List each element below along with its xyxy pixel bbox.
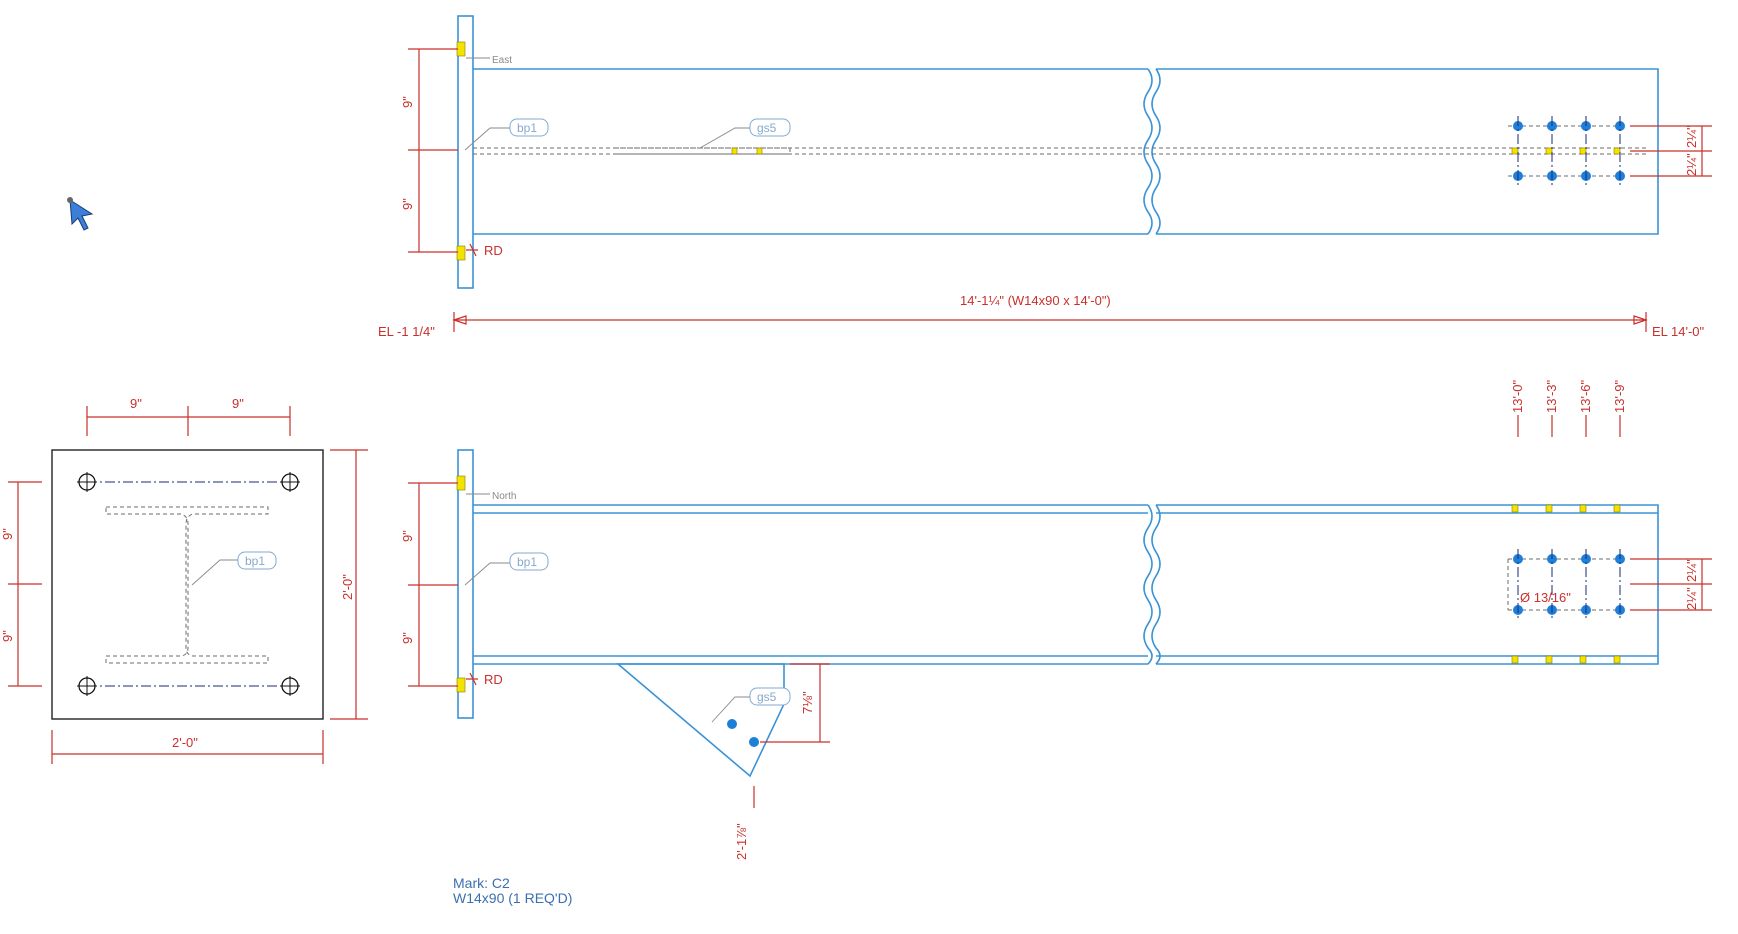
plate-width-dim-line [51,730,324,764]
plate-left-dim-1: 9" [0,528,15,540]
pointer-cursor-icon [67,197,94,231]
top-left-dim-2: 9" [400,198,415,210]
anchor-hole [77,676,97,696]
top-rd-label: RD [484,243,503,258]
station-2: 13'-3" [1544,379,1559,413]
mark-section: W14x90 (1 REQ'D) [453,890,572,906]
bottom-plate-bolt [456,677,466,693]
anchor-hole [77,472,97,492]
top-el-right: EL 14'-0" [1652,324,1705,339]
top-right-dim-2: 2¼" [1684,125,1699,148]
plate-left-dim-2: 9" [0,630,15,642]
top-break-line-right [1151,68,1161,235]
tag-bp1-plate-text: bp1 [245,554,265,568]
tag-bp1-top [509,118,549,137]
tag-gs5-bottom [749,687,791,706]
tag-bp1-bottom [509,552,549,571]
bottom-beam-right [1156,504,1659,665]
top-el-left: EL -1 1/4" [378,324,435,339]
gusset-bolt [727,719,737,729]
anchor-hole [280,676,300,696]
tag-gs5-top [749,118,791,137]
column-section-hidden [105,506,269,664]
top-right-dim-lines [1630,125,1712,177]
gusset-plate [615,663,785,778]
bottom-hole-label: Ø 13/16" [1520,590,1571,605]
bottom-base-plate-edge [457,449,474,719]
bottom-right-dim-1: 2¼" [1684,587,1699,610]
top-break-line-left [1143,68,1153,235]
gusset-dim-vertical: 7⅛" [800,691,815,714]
plate-width-dim: 2'-0" [172,735,198,750]
plate-top-dim-2: 9" [232,396,244,411]
bottom-beam-left [473,504,1148,665]
plate-height-dim-line [330,449,368,720]
top-plate-bolt [456,41,466,57]
bottom-right-dim-lines [1630,558,1712,611]
plate-top-dim-lines [86,406,291,436]
top-length-dim: 14'-1¼" (W14x90 x 14'-0") [960,293,1111,308]
bottom-bolt-group [1507,549,1625,620]
station-ticks [1517,415,1621,437]
top-gusset-bolt [731,147,738,155]
tag-bp1-top-text: bp1 [517,121,537,135]
base-plate-view: bp1 9" 9" 9" 9" 2'-0" 2'-0" [0,396,368,764]
tag-bp1-bottom-text: bp1 [517,555,537,569]
bottom-direction-label: North [492,491,516,502]
top-bolt-group [1508,116,1625,188]
top-beam-left [473,68,1148,235]
bottom-break-line-right [1151,504,1161,665]
top-view: East bp1 gs5 9" 9" RD 2¼" 2¼" 14'-1¼" (W… [378,15,1712,339]
plate-left-dim-lines [8,481,42,687]
bottom-plate-bolt [456,475,466,491]
tag-bp1-plate [237,551,277,570]
bottom-rd-label: RD [484,672,503,687]
base-plate-outline [51,449,324,720]
top-right-dim-1: 2¼" [1684,153,1699,176]
mark-label: Mark: C2 [453,875,510,891]
top-plate-bolt [456,245,466,261]
bottom-left-dim-lines [408,482,458,687]
top-length-dim-line [453,312,1647,332]
station-3: 13'-6" [1578,379,1593,413]
gusset-dim-station: 2'-1⅞" [734,823,749,860]
bottom-left-dim-2: 9" [400,632,415,644]
bottom-break-line-left [1143,504,1153,665]
station-1: 13'-0" [1510,379,1525,413]
plate-height-dim: 2'-0" [340,574,355,600]
gusset-bolt [749,737,759,747]
top-left-dim-1: 9" [400,96,415,108]
top-base-plate-edge [457,15,474,289]
tag-gs5-bottom-text: gs5 [757,690,777,704]
bottom-left-dim-1: 9" [400,530,415,542]
top-gusset [615,147,791,155]
gusset-dim-lines [760,663,830,743]
top-gusset-bolt [756,147,763,155]
tag-gs5-top-text: gs5 [757,121,777,135]
bottom-right-dim-2: 2¼" [1684,559,1699,582]
anchor-hole [280,472,300,492]
station-4: 13'-9" [1612,379,1627,413]
plate-top-dim-1: 9" [130,396,142,411]
top-direction-label: East [492,55,512,66]
bottom-view: Ø 13/16" 13'-0" 13'-3" 13'-6" 13'-9" 2¼"… [400,379,1712,860]
top-left-dim-lines [408,48,458,253]
top-web-hidden [473,147,1648,155]
